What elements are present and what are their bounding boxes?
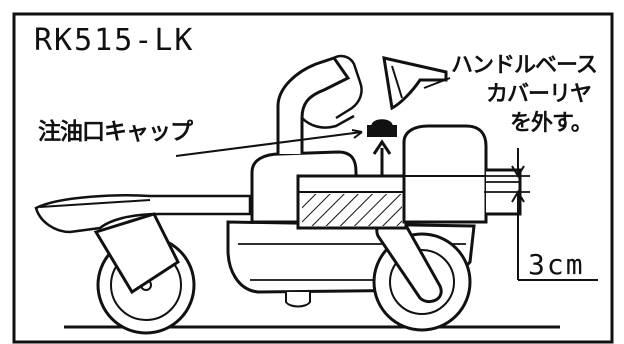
handle-base-instruction-line2: カバーリヤ bbox=[486, 82, 592, 107]
handle-base-instruction-line1: ハンドルベース bbox=[451, 53, 598, 78]
handle-base-leader-line bbox=[423, 77, 451, 89]
handle-base-instruction-line3: を外す。 bbox=[510, 111, 593, 136]
model-label: RK515-LK bbox=[34, 23, 195, 58]
left-fender bbox=[93, 212, 180, 295]
intake-pipe bbox=[276, 56, 351, 154]
fuel-cap-icon bbox=[367, 125, 397, 137]
fuel-cap-label: 注油口キャップ bbox=[38, 119, 193, 145]
dimension-indicator bbox=[484, 148, 598, 281]
measurement-label: 3cm bbox=[528, 248, 585, 281]
fuel-cap-leader-line bbox=[175, 131, 363, 157]
up-arrow-icon bbox=[372, 139, 392, 176]
fuel-level-hatch bbox=[302, 194, 402, 226]
handle-base-housing bbox=[402, 124, 488, 224]
diagram-border bbox=[12, 12, 614, 344]
handle-base-cover-rear bbox=[382, 56, 448, 111]
